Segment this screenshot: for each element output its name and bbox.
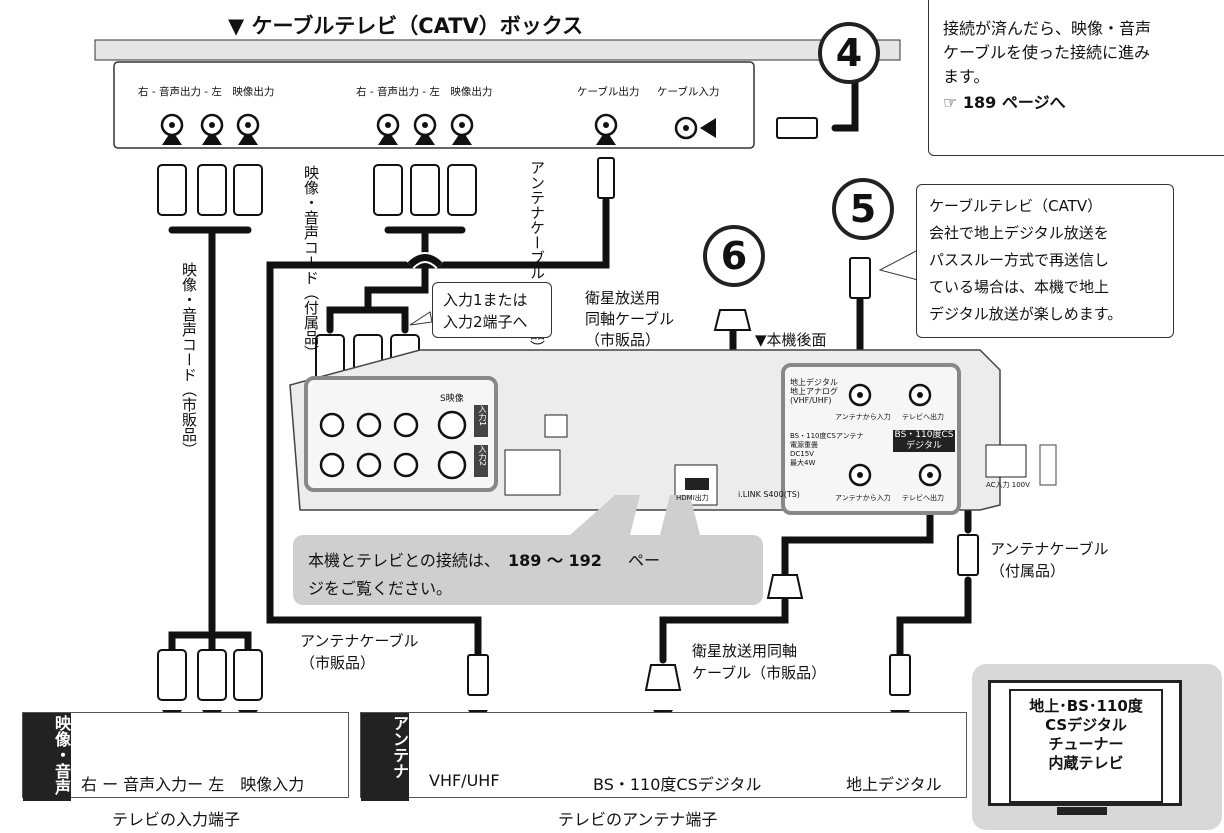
tv-antenna-footer: テレビのアンテナ端子 xyxy=(558,810,718,829)
tv-screen: 地上･BS･110度 CSデジタル チューナー 内蔵テレビ xyxy=(1009,689,1163,803)
catv-cable-out-label: ケーブル出力 xyxy=(577,86,640,98)
bs-antenna-label: BS・110度CSアンテナ 電源重畳 DC15V 最大4W xyxy=(790,432,864,468)
tv-input-side-label: 映像・音声 xyxy=(23,713,71,801)
tv-icon-line: 内蔵テレビ xyxy=(1048,754,1124,772)
antenna-in-label-2: アンテナから入力 xyxy=(835,494,891,502)
terr-label-line: (VHF/UHF) xyxy=(790,396,832,405)
side-label-top: 映像・音声 xyxy=(52,715,71,795)
tv-connection-note: 本機とテレビとの接続は、 189 ～ 192 ペー ジをご覧ください。 xyxy=(293,535,763,605)
vhf-uhf-label: VHF/UHF xyxy=(429,771,500,790)
step-6-badge: 6 xyxy=(703,225,765,287)
bs-label-line: 電源重畳 xyxy=(790,441,818,449)
tv-note-suffix: ペー xyxy=(628,551,661,570)
catv-note-line: ケーブルテレビ（CATV） xyxy=(929,197,1103,215)
tv-out-label-2: テレビへ出力 xyxy=(902,494,944,502)
av-cord-supplied-label: 映像・音声コード（付属品） xyxy=(302,165,320,360)
catv-left-out-label: 右 - 音声出力 - 左 映像出力 xyxy=(138,86,275,98)
terr-digital-label: 地上デジタル xyxy=(846,775,942,794)
bs-badge: BS・110度CS デジタル xyxy=(893,430,955,452)
note-line: ます。 xyxy=(943,67,990,86)
sat-coax-label-2: 衛星放送用同軸 xyxy=(692,642,798,660)
note-line: ケーブルを使った接続に進み xyxy=(943,43,1151,62)
step-4-badge: 4 xyxy=(818,22,880,84)
sat-coax-label: 同軸ケーブル xyxy=(585,310,675,328)
antenna-retail-label: （市販品） xyxy=(300,654,376,672)
ilink-label: i.LINK S400(TS) xyxy=(738,490,800,499)
av-cord-retail-label: 映像・音声コード（市販品） xyxy=(180,262,198,457)
catv-mid-out-label: 右 - 音声出力 - 左 映像出力 xyxy=(356,86,493,98)
catv-note-line: デジタル放送が楽しめます。 xyxy=(929,305,1123,323)
tv-note-line: ジをご覧ください。 xyxy=(308,579,453,598)
sat-coax-label: （市販品） xyxy=(585,331,661,349)
input1-tag: 入力1 xyxy=(474,405,488,437)
step-5-badge: 5 xyxy=(832,178,894,240)
tv-out-label: テレビへ出力 xyxy=(902,413,944,421)
catv-box-title: ▼ ケーブルテレビ（CATV）ボックス xyxy=(228,14,584,38)
tv-antenna-panel: アンテナ VHF/UHF BS・110度CSデジタル 地上デジタル xyxy=(360,712,967,801)
catv-note-line: パススルー方式で再送信し xyxy=(929,251,1110,269)
antenna-supplied-label: アンテナケーブル xyxy=(990,540,1109,558)
antenna-supplied-label: （付属品） xyxy=(990,562,1066,580)
bs-badge-line: デジタル xyxy=(906,441,942,451)
input-callout: 入力1または 入力2端子へ xyxy=(432,282,552,338)
tv-note-pages[interactable]: 189 ～ 192 xyxy=(508,551,602,570)
input-callout-line: 入力2端子へ xyxy=(443,313,528,331)
tv-icon-line: チューナー xyxy=(1048,735,1124,753)
terr-antenna-label: 地上デジタル 地上アナログ (VHF/UHF) xyxy=(790,378,838,405)
next-step-note: 接続が済んだら、映像・音声 ケーブルを使った接続に進み ます。 ☞ 189 ペー… xyxy=(928,0,1224,156)
terr-label-line: 地上アナログ xyxy=(790,387,838,396)
tv-icon-line: CSデジタル xyxy=(1045,716,1127,734)
tv-stand xyxy=(1057,807,1107,815)
tv-icon-background: 地上･BS･110度 CSデジタル チューナー 内蔵テレビ xyxy=(972,664,1222,830)
tv-icon-line: 地上･BS･110度 xyxy=(1029,697,1143,715)
bs-label-line: 最大4W xyxy=(790,459,816,467)
catv-box-front xyxy=(113,61,755,149)
rear-panel-label: ▼本機後面 xyxy=(755,331,827,349)
bs-cs-label: BS・110度CSデジタル xyxy=(593,775,762,794)
sat-coax-label-2: ケーブル（市販品） xyxy=(692,664,827,682)
bs-label-line: DC15V xyxy=(790,450,814,458)
tv-note-line: 本機とテレビとの接続は、 xyxy=(308,551,500,570)
bs-label-line: BS・110度CSアンテナ xyxy=(790,432,864,440)
input-callout-line: 入力1または xyxy=(443,291,528,309)
side-label-top: アンテナ xyxy=(390,715,409,779)
antenna-in-label: アンテナから入力 xyxy=(835,413,891,421)
hdmi-label: HDMI出力 xyxy=(676,494,709,502)
sat-coax-label: 衛星放送用 xyxy=(585,289,661,307)
catv-box-top xyxy=(94,39,901,61)
bs-badge-line: BS・110度CS xyxy=(894,430,954,440)
catv-passthrough-note: ケーブルテレビ（CATV） 会社で地上デジタル放送を パススルー方式で再送信し … xyxy=(916,184,1174,338)
terr-label-line: 地上デジタル xyxy=(790,378,838,387)
catv-note-line: ている場合は、本機で地上 xyxy=(929,278,1110,296)
tv-antenna-side-label: アンテナ xyxy=(361,713,409,801)
page-ref-link[interactable]: ☞ 189 ページへ xyxy=(943,93,1066,112)
ac-label: AC入力 100V xyxy=(986,481,1030,489)
input2-tag: 入力2 xyxy=(474,445,488,477)
s-video-label: S映像 xyxy=(440,394,464,404)
antenna-retail-label: アンテナケーブル xyxy=(300,632,419,650)
tv-icon: 地上･BS･110度 CSデジタル チューナー 内蔵テレビ xyxy=(988,680,1182,806)
note-line: 接続が済んだら、映像・音声 xyxy=(943,19,1152,38)
catv-note-line: 会社で地上デジタル放送を xyxy=(929,224,1109,242)
tv-input-panel: 映像・音声 右 ー 音声入力ー 左 映像入力 xyxy=(22,712,349,801)
catv-cable-in-label: ケーブル入力 xyxy=(657,86,720,98)
tv-input-footer: テレビの入力端子 xyxy=(112,810,241,829)
tv-input-caption: 右 ー 音声入力ー 左 映像入力 xyxy=(81,775,305,794)
